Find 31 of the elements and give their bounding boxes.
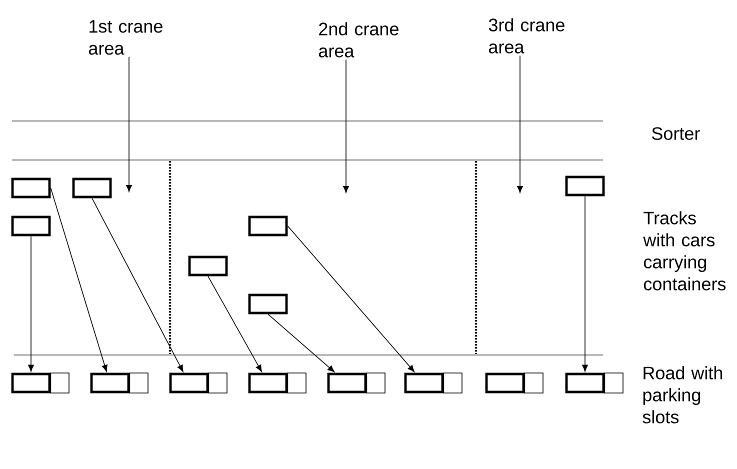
crane-area-label: 1st crane area [88,20,162,55]
container-box [169,372,209,394]
crane-area-label: 2nd crane area [318,22,398,58]
container-box [11,216,51,236]
container-box [485,372,525,394]
container-box [565,372,605,394]
area-label: Road with parking slots [642,366,722,424]
arrow [287,226,415,372]
container-box [327,372,367,394]
container-box [248,294,288,314]
container-box [188,256,228,276]
arrow [28,236,34,372]
container-box [565,176,605,196]
container-box [90,372,130,394]
arrow [343,59,349,193]
container-box [11,178,51,198]
arrow [582,196,588,372]
arrow [517,55,523,193]
container-box [72,178,112,198]
area-label: Sorter [652,127,700,140]
container-box [404,372,444,394]
crane-area-label: 3rd crane area [488,18,564,54]
arrow [208,276,262,372]
arrow [126,56,132,192]
area-label: Tracks with cars carrying containers [643,211,726,290]
arrow [268,314,335,372]
container-box [248,216,288,236]
container-box [11,372,51,394]
arrow [92,198,184,372]
container-box [248,372,288,394]
arrow [50,188,108,372]
